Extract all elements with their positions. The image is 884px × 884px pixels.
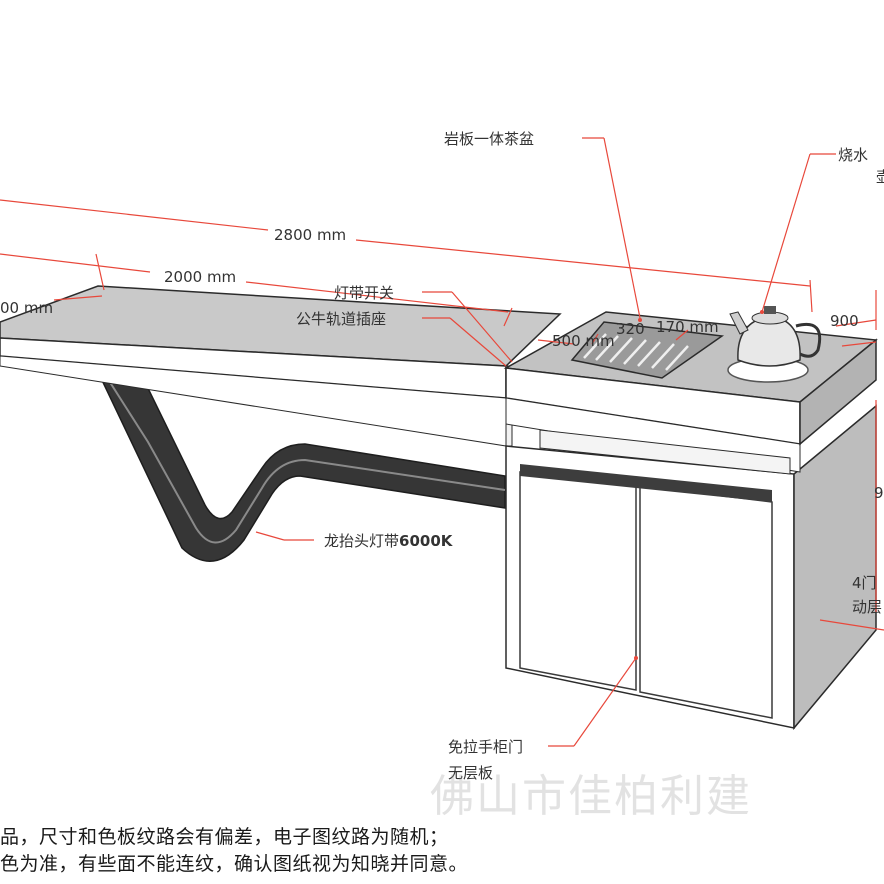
kettle-handle xyxy=(795,323,822,358)
dim-tray-a-label: 320 xyxy=(616,320,645,338)
cabinet-door-groove xyxy=(520,464,772,502)
dim-2000-mask xyxy=(160,266,246,286)
light-switch-label: 灯带开关 xyxy=(334,284,394,302)
dim-side-9-label: 9 xyxy=(874,484,884,502)
leader-dot-tray xyxy=(638,318,642,322)
watermark: 佛山市佳柏利建 xyxy=(430,771,752,822)
cabinet-door-left xyxy=(519,471,637,691)
kettle-label-1: 烧水 xyxy=(838,146,868,164)
rail-socket-label: 公牛轨道插座 xyxy=(296,310,386,328)
led-strip-text: 龙抬头灯带 xyxy=(324,532,399,550)
tea-basin-label: 岩板一体茶盆 xyxy=(444,130,534,148)
tea-tray xyxy=(570,321,725,379)
tabletop-surface xyxy=(0,285,562,367)
dim-2800-label: 2800 mm xyxy=(274,226,346,244)
dimension-lines xyxy=(0,137,884,747)
dim-left-label: 00 mm xyxy=(0,299,53,317)
raised-block-side xyxy=(799,338,877,446)
dim-tray-b-label: 170 mm xyxy=(656,318,719,336)
cabinet-door-label-2: 无层板 xyxy=(448,764,493,782)
dim-right-900-label: 900 xyxy=(830,312,859,330)
side-door-label-1: 4门 xyxy=(852,574,877,592)
dragon-support-highlight xyxy=(105,375,506,544)
dim-2000-label: 2000 mm xyxy=(164,268,236,286)
note-line-1: 品，尺寸和色板纹路会有偏差，电子图纹路为随机； xyxy=(0,826,449,848)
cabinet-door-label-1: 免拉手柜门 xyxy=(448,738,523,756)
raised-block-notch xyxy=(539,429,791,475)
cabinet-door-right xyxy=(639,485,773,719)
kettle-knob xyxy=(764,306,776,314)
led-strip-temp: 6000K xyxy=(399,532,454,550)
cabinet-side-face xyxy=(793,404,877,731)
kettle xyxy=(727,306,822,383)
kettle-label-2: 壶 xyxy=(876,168,884,186)
led-strip-label: 龙抬头灯带6000K xyxy=(324,532,454,550)
leader-dot-cabinet xyxy=(634,656,638,660)
kettle-spout xyxy=(729,311,749,335)
leader-dot-kettle xyxy=(760,310,764,314)
dim-500-label: 500 mm xyxy=(552,332,615,350)
tea-tray-grates xyxy=(583,333,689,371)
dim-2800-mask xyxy=(270,224,356,244)
side-door-label-2: 动层 xyxy=(852,598,882,616)
dragon-support-outer xyxy=(98,375,506,562)
note-line-2: 色为准，有些面不能连纹，确认图纸视为知晓并同意。 xyxy=(0,853,469,875)
tea-table-illustration xyxy=(0,285,878,731)
